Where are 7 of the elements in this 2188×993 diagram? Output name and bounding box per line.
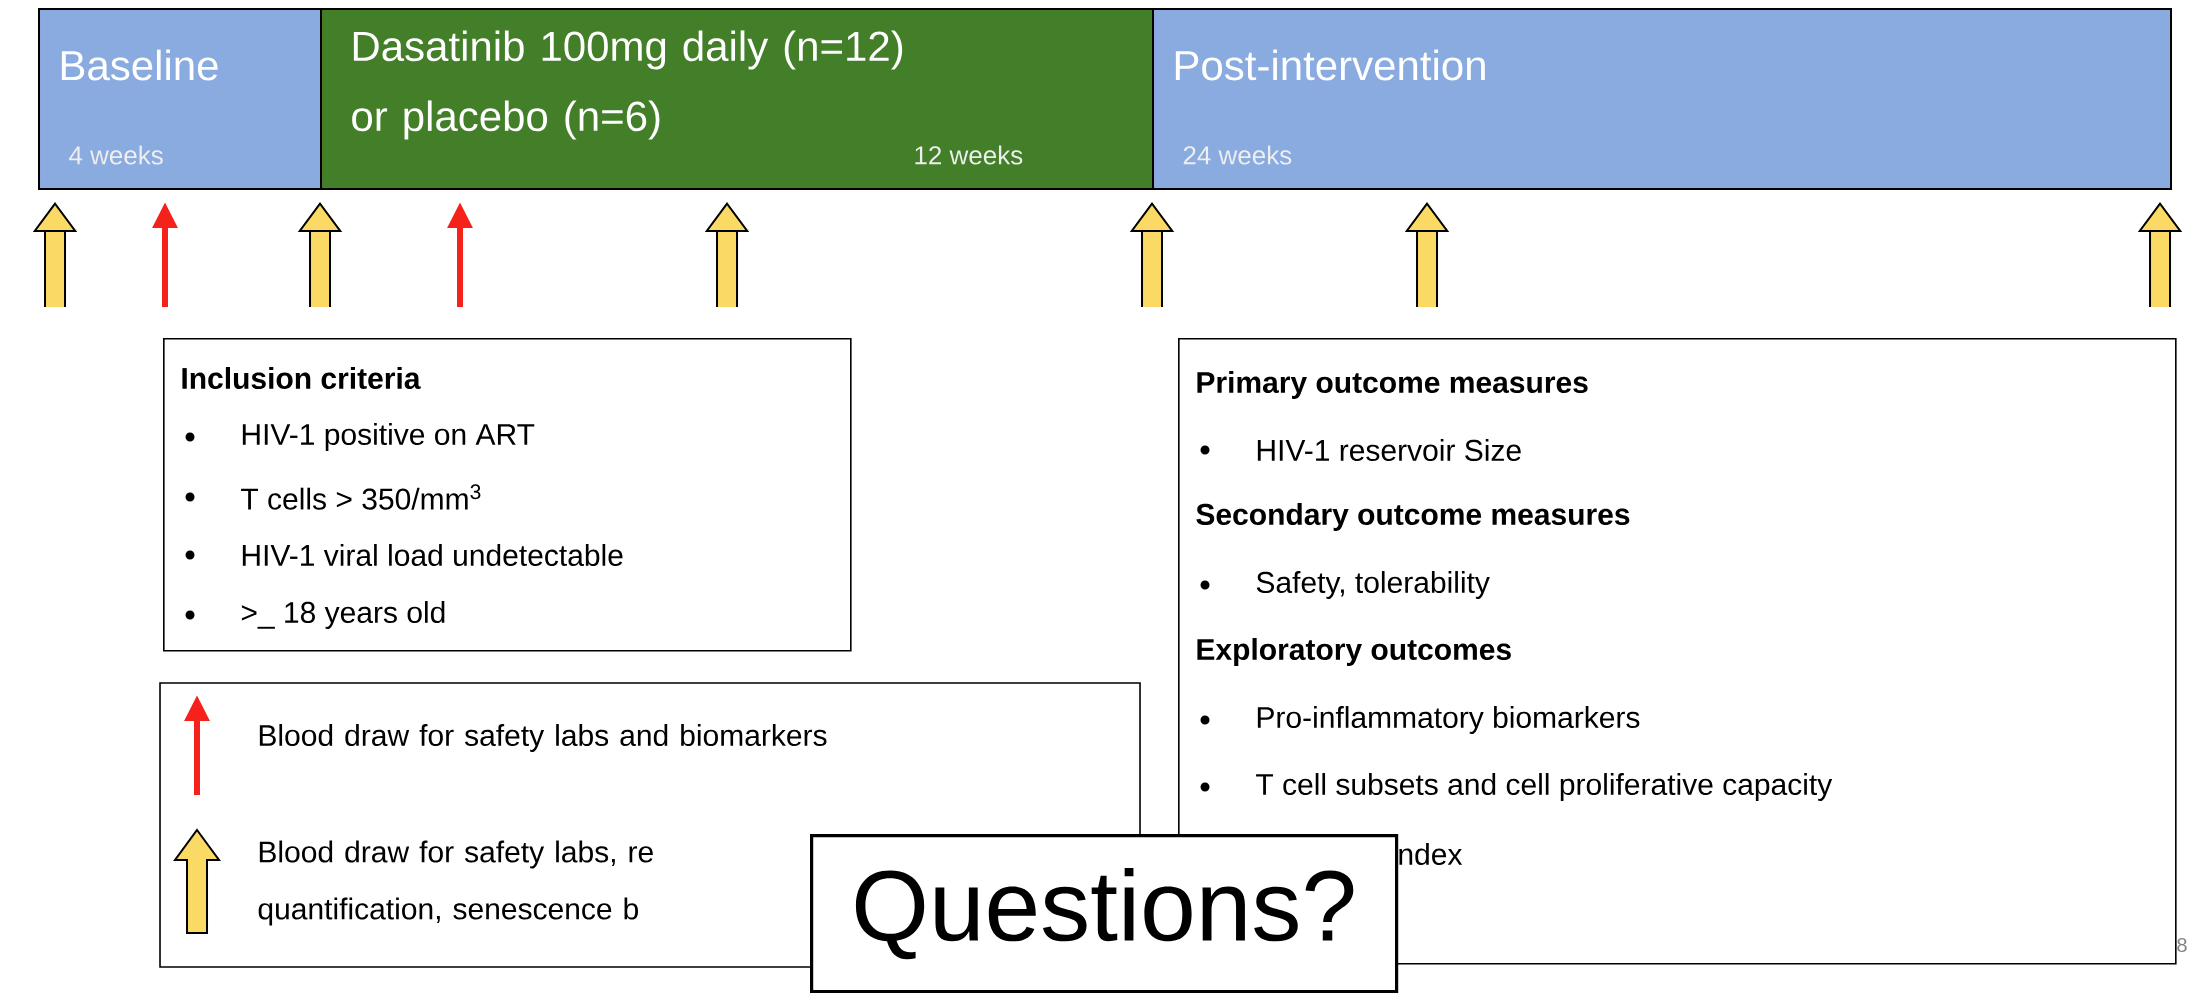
phase-band: Dasatinib 100mg daily (n=12) or placebo (n=6) 12 weeks (320, 8, 1154, 190)
questions-box: Questions? (810, 834, 1399, 993)
legend-text: Blood draw for safety labs and biomarkers (259, 724, 827, 752)
phase-band: Post-intervention 24 weeks (1152, 8, 2172, 190)
phase-band: Baseline 4 weeks (38, 8, 322, 190)
text-box: Inclusion criteria HIV-1 positive on ART T cells > 350/mm$^{3}$ HIV-1 viral load undetectable >_ 18 years old (163, 338, 852, 652)
legend-text: Blood draw for safety labs, re quantification, senescence b (258, 840, 653, 926)
